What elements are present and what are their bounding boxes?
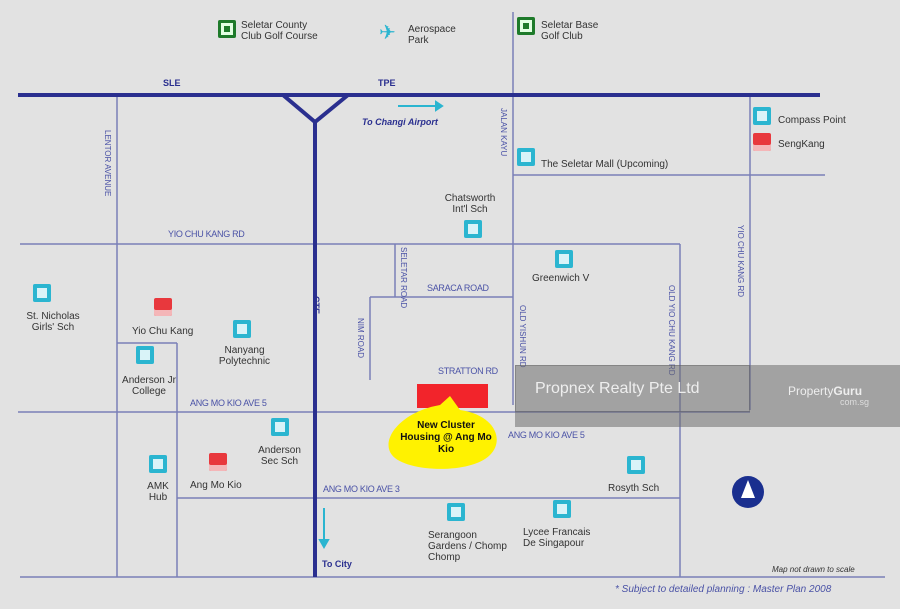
place-label: Seletar County Club Golf Course [241,20,318,42]
place-label: Yio Chu Kang [132,326,194,337]
mrt-icon [154,298,172,316]
logo-part: Guru [833,384,863,398]
golf-icon [517,17,535,35]
school-icon [553,500,571,518]
callout-text: New Cluster Housing @ Ang Mo Kio [400,420,492,455]
school-icon [271,418,289,436]
mall-icon [753,107,771,125]
mrt-icon [753,133,771,151]
place-label: Serangoon Gardens / Chomp Chomp [428,530,507,563]
road-amk3: ANG MO KIO AVE 3 [323,484,400,494]
propertyguru-logo: PropertyGuru [788,384,862,398]
watermark-band [515,365,900,427]
city-direction: To City [322,559,352,569]
tpe-label: TPE [378,78,396,88]
place-label: Anderson Jr College [122,375,176,397]
cte-label: CTE [311,296,321,314]
place-label: AMK Hub [147,481,169,503]
place-label: SengKang [778,139,825,150]
road-yck-east: YIO CHU KANG RD [736,225,745,298]
mrt-icon [209,453,227,471]
road-amk5-east: ANG MO KIO AVE 5 [508,430,585,440]
footnote: * Subject to detailed planning : Master … [615,584,832,595]
food-icon [447,503,465,521]
road-old-yck: OLD YIO CHU KANG RD [667,285,676,376]
place-label: Ang Mo Kio [190,480,242,491]
school-icon [627,456,645,474]
place-label: Rosyth Sch [608,483,660,494]
mall-icon [149,455,167,473]
road-nim: NIM ROAD [356,318,365,358]
place-label: St. Nicholas Girls' Sch [26,311,80,333]
mall-icon [555,250,573,268]
road-stratton: STRATTON RD [438,366,498,376]
airplane-icon: ✈ [379,22,396,44]
place-label: Nanyang Polytechnic [218,345,271,367]
road-seletar: SELETAR ROAD [399,247,408,309]
logo-part: Property [788,384,834,398]
callout-bubble [388,396,497,469]
changi-direction: To Changi Airport [362,117,438,127]
road-jalan-kayu: JALAN KAYU [499,108,508,157]
agency-watermark: Propnex Realty Pte Ltd [535,380,700,397]
road-amk5-west: ANG MO KIO AVE 5 [190,398,267,408]
school-icon [464,220,482,238]
road-saraca: SARACA ROAD [427,283,489,293]
road-yck: YIO CHU KANG RD [168,229,245,239]
road-lentor: LENTOR AVENUE [103,130,112,197]
road-old-yishun: OLD YISHUN RD [518,305,527,368]
place-label: The Seletar Mall (Upcoming) [541,159,669,170]
sle-label: SLE [163,78,181,88]
golf-icon [218,20,236,38]
place-label: Anderson Sec Sch [258,445,301,467]
school-icon [33,284,51,302]
propertyguru-domain: com.sg [840,397,870,407]
place-label: Compass Point [778,115,846,126]
place-label: Greenwich V [532,273,590,284]
school-icon [233,320,251,338]
place-label: Aerospace Park [408,24,456,46]
place-label: Lycee Francais De Singapour [523,527,591,549]
school-icon [136,346,154,364]
scale-note: Map not drawn to scale [772,565,855,574]
watermark-box [515,365,750,412]
place-label: Chatsworth Int'l Sch [444,193,496,215]
place-label: Seletar Base Golf Club [541,20,599,42]
mall-icon [517,148,535,166]
